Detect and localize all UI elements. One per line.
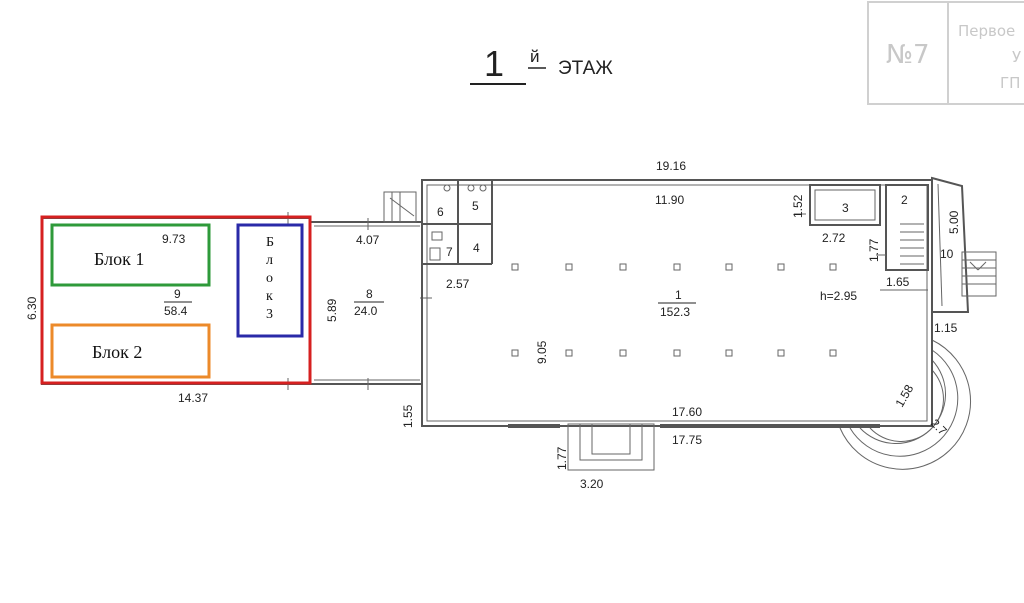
room3-number: 3 [842,201,849,215]
dim-1-55: 1.55 [401,404,415,428]
dim-1-77-lower: 1.77 [555,446,569,470]
stamp-line3: ГП [1000,74,1020,92]
room9-number: 9 [174,287,181,301]
block2-label: Блок 2 [92,342,142,362]
dim-1-15: 1.15 [934,321,958,335]
dim-9-05: 9.05 [535,340,549,364]
room1-number: 1 [675,288,682,302]
room2-number: 2 [901,193,908,207]
dim-11-90: 11.90 [655,193,684,207]
dim-5-89: 5.89 [325,298,339,322]
column-markers [511,263,837,357]
room7-number: 7 [446,245,453,259]
svg-text:о: о [266,271,273,286]
dim-14-37: 14.37 [178,391,208,405]
block-highlights [40,215,312,385]
red-outline [40,215,312,385]
dim-1-52: 1.52 [791,194,805,218]
dimension-labels: 19.16 11.90 1.52 2.72 1.77 5.00 1.65 h=2… [25,159,961,491]
room8-number: 8 [366,287,373,301]
svg-text:л: л [266,253,273,268]
dim-3-20: 3.20 [580,477,604,491]
stamp-line2: У [1012,48,1021,66]
dim-6-30: 6.30 [25,296,39,320]
svg-text:3: 3 [266,307,273,322]
dim-2-72: 2.72 [822,231,846,245]
svg-text:Б: Б [266,235,274,250]
stamp: №7 Первое У ГП [867,1,1024,105]
dim-1-77-upper: 1.77 [867,238,881,262]
floor-suffix: й [530,47,540,66]
entrance-porch [508,423,880,471]
block1-outline [50,223,211,287]
block1-label: Блок 1 [94,249,144,269]
room6-number: 6 [437,205,444,219]
room8-area: 24.0 [354,304,378,318]
dim-height: h=2.95 [820,289,857,303]
dim-5-00: 5.00 [947,210,961,234]
stamp-line1: Первое [958,22,1015,40]
stamp-number: №7 [886,40,930,70]
block3-label: Б л о к 3 [266,235,274,322]
dim-2-57: 2.57 [446,277,470,291]
floor-word: ЭТАЖ [558,58,613,79]
dim-1-58: 1.58 [892,382,916,410]
dim-1-65: 1.65 [886,275,910,289]
stair-top-left [383,191,417,223]
dim-17-75: 17.75 [672,433,702,447]
svg-text:к: к [266,289,273,304]
dim-17-60: 17.60 [672,405,702,419]
room4-number: 4 [473,241,480,255]
room10-number: 10 [940,247,954,261]
dim-19-16: 19.16 [656,159,686,173]
floor-number: 1 [484,43,504,84]
dim-4-07: 4.07 [356,233,380,247]
floor-title: 1 й ЭТАЖ [470,43,613,85]
dim-9-73: 9.73 [162,232,186,246]
block2-outline [50,323,211,379]
room9-area: 58.4 [164,304,188,318]
block3-outline [236,223,304,338]
right-annex [839,176,997,470]
room1-area: 152.3 [660,305,690,319]
room5-number: 5 [472,199,479,213]
